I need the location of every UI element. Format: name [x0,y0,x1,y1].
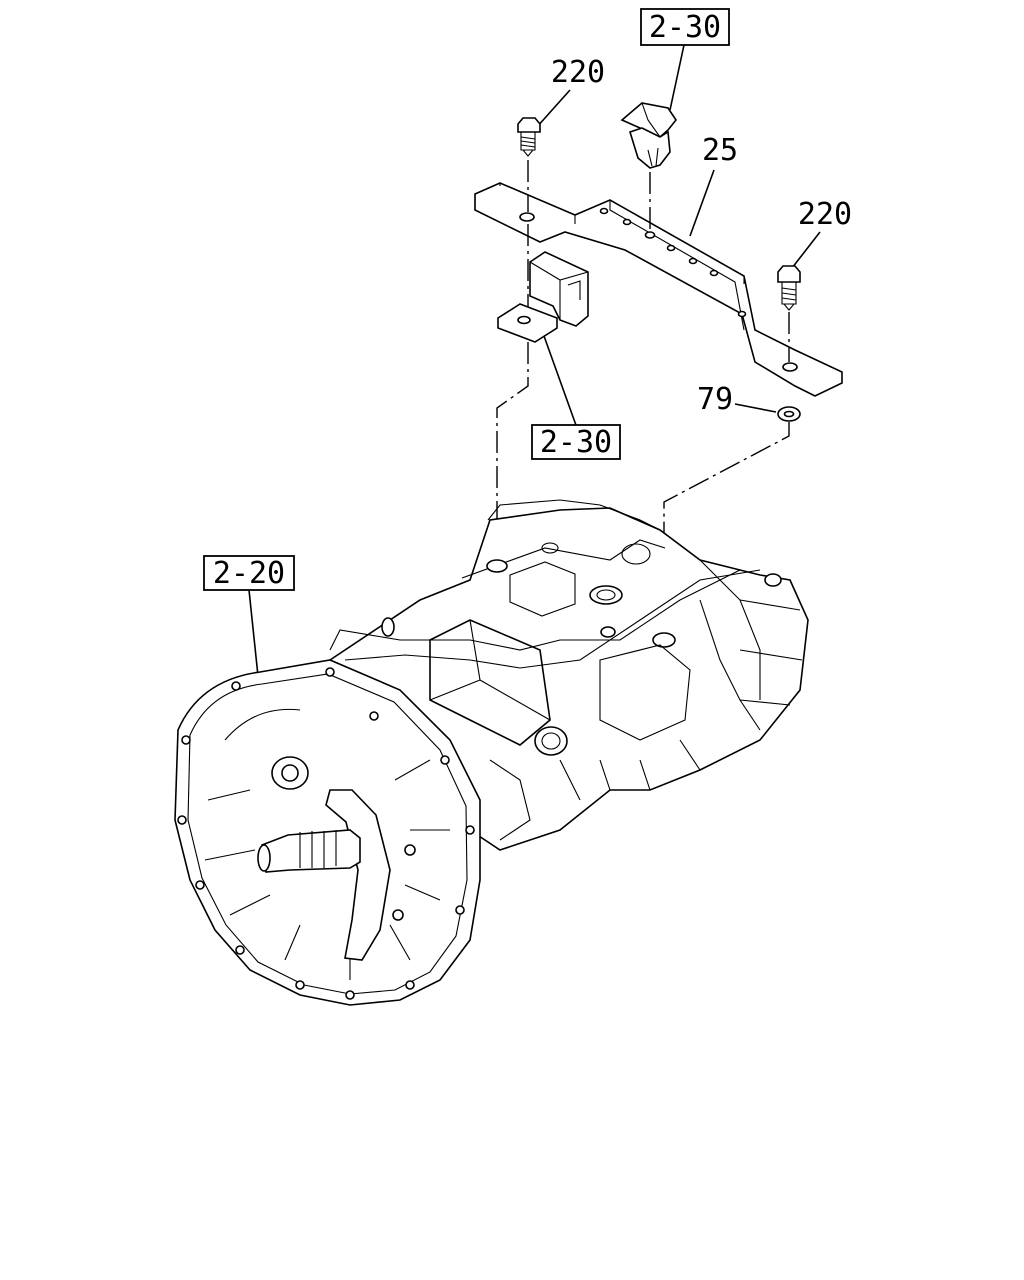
leader-transmission [248,589,259,677]
ref-box-transmission[interactable]: 2-20 [203,555,295,591]
bracket-part[interactable] [474,182,843,397]
rubber-mount-part[interactable] [497,251,589,343]
ref-label-transmission: 2-20 [213,556,285,591]
leader-bolt-right [791,231,821,269]
leader-mount [543,335,578,429]
leader-clip [669,44,685,111]
transmission-assembly[interactable] [174,499,809,1006]
callout-bolt-left: 220 [551,55,605,90]
ref-box-clip[interactable]: 2-30 [640,8,730,46]
callout-bolt-right: 220 [798,197,852,232]
ref-box-mount[interactable]: 2-30 [531,424,621,460]
leader-bolt-left [535,89,571,129]
leader-bracket [689,169,715,237]
callout-bracket: 25 [702,133,738,168]
align-line-mount-to-housing [496,342,529,556]
washer-part[interactable] [777,406,801,422]
leader-washer [734,403,777,413]
ref-label-mount: 2-30 [540,425,612,460]
ref-label-clip: 2-30 [649,10,721,45]
bolt-right[interactable] [777,265,801,311]
callout-washer: 79 [697,382,733,417]
clip-part[interactable] [620,102,677,169]
bolt-left[interactable] [517,117,541,157]
